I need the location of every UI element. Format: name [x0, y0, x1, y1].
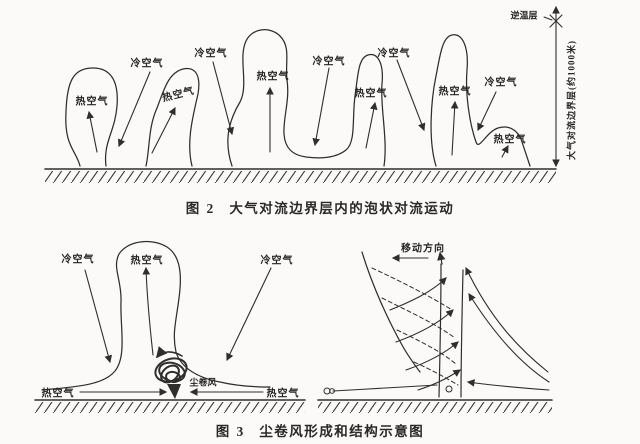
label-boundary-layer-depth: 大气对流边界层(约1000米) [566, 40, 577, 160]
inversion-pointer [544, 17, 552, 20]
thermal-blob-5-bump [431, 35, 530, 166]
label-cold-air: 冷空气 [61, 254, 95, 266]
thermal-blob-1 [66, 68, 117, 166]
fig3-left-ground-hatch [35, 402, 305, 413]
cold-air-arrows [117, 60, 496, 148]
label-hot-air: 热空气 [438, 86, 472, 98]
thermal-blob-2 [146, 68, 199, 166]
plume-arrows [80, 266, 271, 396]
label-hot-air: 热空气 [493, 134, 527, 146]
plume-outline [42, 242, 270, 390]
label-cold-air: 冷空气 [484, 77, 518, 89]
figure2-caption-text: 大气对流边界层内的泡状对流运动 [229, 201, 455, 216]
thermal-blob-3-4 [228, 30, 385, 166]
figure3-art [0, 230, 640, 413]
label-movement-direction: 移动方向 [401, 243, 445, 255]
label-hot-air: 热空气 [41, 388, 75, 400]
label-hot-air: 热空气 [266, 388, 300, 400]
label-cold-air: 冷空气 [260, 255, 294, 267]
label-cold-air: 冷空气 [312, 56, 346, 68]
label-hot-air: 热空气 [256, 71, 290, 83]
label-inversion-layer: 逆温层 [510, 10, 538, 21]
figure2-caption-number: 图 2 [185, 201, 216, 216]
label-dust-devil: 尘卷风 [189, 377, 217, 388]
hot-air-arrows [86, 86, 509, 157]
label-cold-air: 冷空气 [377, 48, 411, 60]
figure2-art [0, 5, 640, 183]
figure2-caption: 图 2 大气对流边界层内的泡状对流运动 [0, 197, 640, 217]
figure3-caption-text: 尘卷风形成和结构示意图 [259, 424, 425, 439]
spiral-front-strands [390, 277, 461, 390]
figure3-caption-number: 图 3 [215, 424, 246, 439]
inflow-streamlines [333, 266, 549, 391]
label-cold-air: 冷空气 [130, 58, 164, 70]
fig2-ground-hatch [45, 171, 556, 183]
boundary-dimension-line [550, 5, 562, 168]
outer-spiral-strand [362, 252, 420, 372]
label-hot-air: 热空气 [75, 96, 109, 108]
figure3-caption: 图 3 尘卷风形成和结构示意图 [0, 420, 640, 440]
label-hot-air: 热空气 [130, 255, 164, 267]
dust-devil-vortex [152, 346, 189, 399]
ground-swirl [324, 388, 334, 394]
fig3-right-ground-hatch [318, 402, 552, 413]
label-cold-air: 冷空气 [194, 48, 228, 60]
spiral-back-strands [372, 268, 458, 385]
label-hot-air: 热空气 [354, 88, 388, 100]
